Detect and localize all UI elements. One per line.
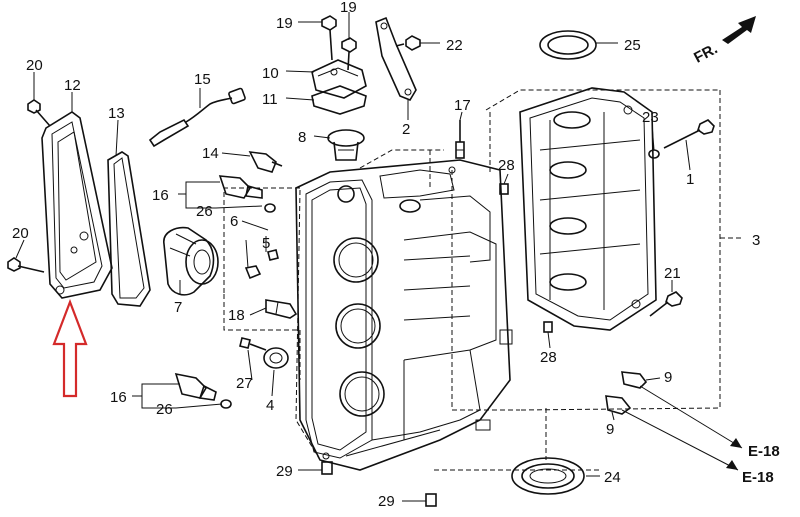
part-1-bolt [663,119,715,149]
part-25-oil-seal [539,30,597,60]
callout-4: 4 [266,397,274,414]
part-9-fitting-lower [605,395,632,415]
part-15-sensor [148,87,246,148]
callout-16-lower: 16 [110,389,127,406]
callout-29-right: 29 [378,493,395,510]
part-29-dowel-left [321,461,333,475]
callout-25: 25 [624,37,641,54]
callout-11: 11 [262,91,278,108]
part-18-fitting [265,299,298,319]
part-26-washer-upper [264,203,276,213]
callout-15: 15 [194,71,211,88]
part-7-oil-filter [163,226,219,296]
part-9-fitting-upper [621,371,648,389]
callout-19-top: 19 [340,0,357,16]
part-22-bolt [395,35,421,51]
part-16-sensor-upper [218,175,263,199]
part-14-sensor [248,151,283,173]
callout-21: 21 [664,265,681,282]
callout-19-left: 19 [276,15,293,32]
part-12-cover [41,111,113,299]
callout-7: 7 [174,299,182,316]
part-2-bracket [375,16,417,101]
callout-6: 6 [230,213,238,230]
callout-26-lower: 26 [156,401,173,418]
part-27-bolt [239,337,267,351]
ref-e18-top: E-18 [748,443,780,460]
part-8-thermostat [327,129,365,161]
callout-10: 10 [262,65,279,82]
part-13-gasket [107,151,151,307]
callout-22: 22 [446,37,463,54]
part-6-plug [244,265,262,280]
crankcase [519,87,657,331]
callout-20-bottom: 20 [12,225,29,242]
callout-2: 2 [402,121,410,138]
callout-8: 8 [298,129,306,146]
callout-27: 27 [236,375,253,392]
callout-20-top: 20 [26,57,43,74]
ref-e18-bottom: E-18 [742,469,774,486]
callout-23: 23 [642,109,659,126]
callout-1: 1 [686,171,694,188]
part-4-cap [263,347,289,369]
part-26-washer-lower [220,399,232,409]
assembly-lines [223,89,744,471]
callout-24: 24 [604,469,621,486]
part-24-bearing [511,457,585,495]
callout-26-upper: 26 [196,203,213,220]
part-19-bolt-a [321,15,337,61]
part-16-sensor-lower [174,372,217,401]
callout-16-upper: 16 [152,187,169,204]
callout-14: 14 [202,145,219,162]
callout-labels: 20 12 13 20 15 14 16 26 6 5 7 18 27 4 16… [12,0,780,510]
part-19-bolt-b [341,37,357,71]
callout-9-lower: 9 [606,421,614,438]
front-direction-arrow: FR. [691,16,756,67]
callout-9-upper: 9 [664,369,672,386]
fr-label: FR. [691,40,720,66]
part-10-thermostat-cover [311,59,367,99]
callout-28-upper: 28 [498,157,515,174]
leader-lines [15,12,743,502]
callout-3: 3 [752,232,760,249]
part-28-dowel-lower [543,321,553,333]
part-21-bolt [649,291,683,317]
part-17-sensor [455,120,465,159]
callout-28-lower: 28 [540,349,557,366]
callout-18: 18 [228,307,245,324]
highlight-arrow [52,298,88,398]
callout-12: 12 [64,77,81,94]
callout-5: 5 [262,235,270,252]
callout-17: 17 [454,97,471,114]
callout-29-left: 29 [276,463,293,480]
part-11-gasket [311,85,367,115]
part-20-bolt-bottom [7,257,45,273]
part-23-washer [648,149,660,159]
callout-13: 13 [108,105,125,122]
part-20-bolt-top [27,99,51,127]
part-29-dowel-right [425,493,437,507]
part-5-plug [267,249,279,261]
cylinder-block [295,159,513,471]
